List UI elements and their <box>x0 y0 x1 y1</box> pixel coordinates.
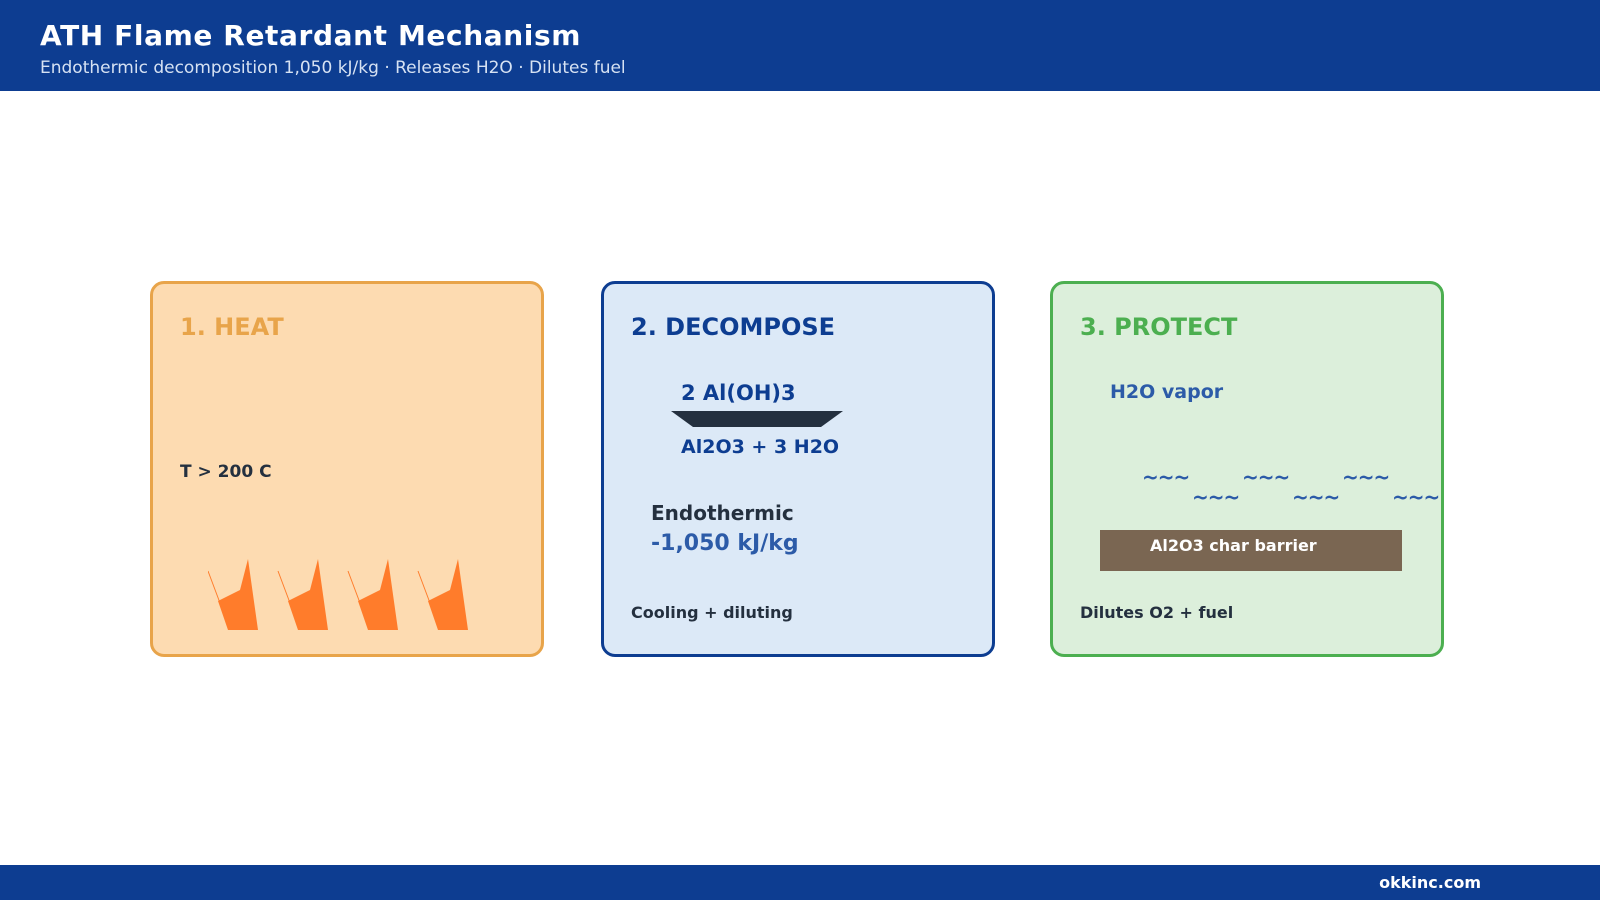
endothermic-label: Endothermic <box>651 501 794 525</box>
heat-panel: 1. HEAT T > 200 C <box>150 281 544 657</box>
protect-panel-title: 3. PROTECT <box>1080 313 1238 341</box>
page-subtitle: Endothermic decomposition 1,050 kJ/kg · … <box>40 58 626 78</box>
decompose-panel-title: 2. DECOMPOSE <box>631 313 836 341</box>
vapor-wave-icon: ~~~ <box>1392 485 1440 509</box>
header-banner: ATH Flame Retardant Mechanism Endothermi… <box>0 0 1600 91</box>
vapor-wave-icon: ~~~ <box>1192 485 1240 509</box>
decompose-note: Cooling + diluting <box>631 603 793 622</box>
heat-temperature-label: T > 200 C <box>180 462 272 482</box>
vapor-wave-icon: ~~~ <box>1242 465 1290 489</box>
vapor-label: H2O vapor <box>1110 381 1224 403</box>
product-formula: Al2O3 + 3 H2O <box>681 436 840 458</box>
page-title: ATH Flame Retardant Mechanism <box>40 19 582 52</box>
flame-icon <box>417 559 468 630</box>
flame-icon <box>347 559 398 630</box>
flame-icon <box>208 559 258 630</box>
footer-banner: okkinc.com <box>0 865 1600 900</box>
decompose-panel: 2. DECOMPOSE 2 Al(OH)3 Al2O3 + 3 H2O End… <box>601 281 995 657</box>
char-barrier-block: Al2O3 char barrier <box>1100 530 1402 571</box>
flame-icon <box>277 559 328 630</box>
reaction-arrow-icon <box>671 411 843 427</box>
flames-illustration <box>208 559 468 630</box>
protect-note: Dilutes O2 + fuel <box>1080 603 1234 622</box>
endothermic-value: -1,050 kJ/kg <box>651 531 799 556</box>
footer-site-link[interactable]: okkinc.com <box>1379 873 1481 892</box>
protect-panel: 3. PROTECT H2O vapor ~~~ ~~~ ~~~ ~~~ ~~~… <box>1050 281 1444 657</box>
vapor-wave-icon: ~~~ <box>1342 465 1390 489</box>
char-barrier-label: Al2O3 char barrier <box>1150 536 1317 555</box>
vapor-wave-icon: ~~~ <box>1292 485 1340 509</box>
reactant-formula: 2 Al(OH)3 <box>681 381 796 405</box>
vapor-wave-icon: ~~~ <box>1142 465 1190 489</box>
heat-panel-title: 1. HEAT <box>180 313 284 341</box>
